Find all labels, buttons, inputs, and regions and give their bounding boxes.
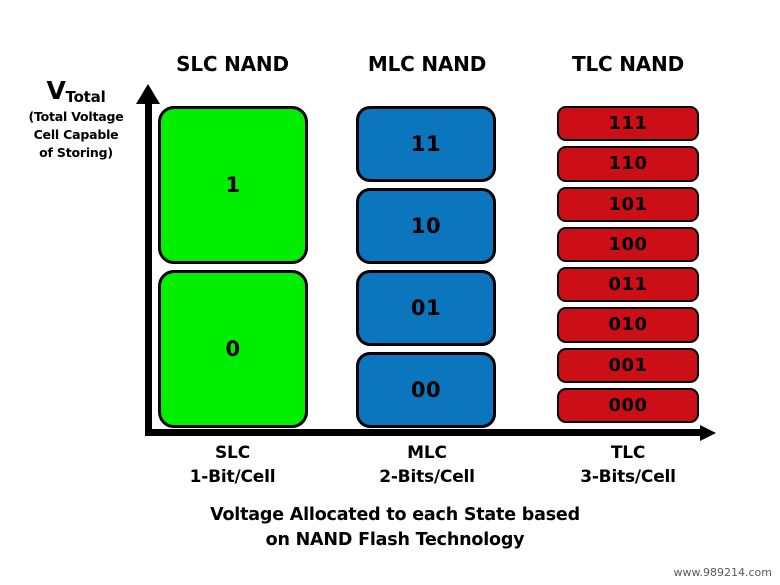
x-axis-tick-slc-name: SLC xyxy=(215,443,250,463)
state-block: 111 xyxy=(557,106,699,142)
state-block: 01 xyxy=(356,270,496,346)
x-axis-tick-slc-detail: 1-Bit/Cell xyxy=(189,466,276,487)
state-column-mlc: 11 10 01 00 xyxy=(356,106,496,428)
y-axis-description: (Total Voltage Cell Capable of Storing) xyxy=(10,108,142,162)
state-block: 10 xyxy=(356,188,496,264)
watermark: www.989214.com xyxy=(673,566,772,579)
x-axis-arrow-icon xyxy=(700,425,716,441)
x-axis-tick-mlc: MLC 2-Bits/Cell xyxy=(352,442,502,490)
y-axis-label: VTotal (Total Voltage Cell Capable of St… xyxy=(10,76,142,162)
x-axis-tick-mlc-name: MLC xyxy=(407,443,447,463)
state-column-slc: 1 0 xyxy=(158,106,308,428)
state-block: 100 xyxy=(557,226,699,262)
x-axis-line xyxy=(145,429,705,436)
state-column-tlc: 111 110 101 100 011 010 001 000 xyxy=(557,106,699,428)
state-block: 010 xyxy=(557,307,699,343)
state-block: 000 xyxy=(557,387,699,423)
state-block: 101 xyxy=(557,186,699,222)
state-block: 0 xyxy=(158,270,308,428)
state-block: 011 xyxy=(557,267,699,303)
x-axis-tick-tlc-detail: 3-Bits/Cell xyxy=(580,466,676,487)
state-block: 1 xyxy=(158,106,308,264)
x-axis-tick-tlc-name: TLC xyxy=(610,443,646,463)
diagram-caption-line-1: Voltage Allocated to each State based xyxy=(210,505,580,525)
x-axis-tick-mlc-detail: 2-Bits/Cell xyxy=(379,466,475,487)
x-axis-tick-tlc: TLC 3-Bits/Cell xyxy=(552,442,704,490)
y-axis-description-line-3: of Storing) xyxy=(39,145,113,160)
state-block: 001 xyxy=(557,347,699,383)
diagram-caption-line-2: on NAND Flash Technology xyxy=(265,530,525,551)
column-header-slc: SLC NAND xyxy=(176,52,289,76)
y-axis-line xyxy=(145,100,152,434)
y-axis-symbol: VTotal xyxy=(10,76,142,106)
state-block: 00 xyxy=(356,352,496,428)
column-header-tlc: TLC NAND xyxy=(572,52,684,76)
y-axis-symbol-subscript: Total xyxy=(65,88,106,106)
y-axis-description-line-1: (Total Voltage xyxy=(28,108,124,124)
state-block: 110 xyxy=(557,146,699,182)
x-axis-tick-slc: SLC 1-Bit/Cell xyxy=(155,442,310,490)
y-axis-arrow-icon xyxy=(136,84,160,104)
diagram-caption: Voltage Allocated to each State based on… xyxy=(110,503,680,554)
column-header-mlc: MLC NAND xyxy=(367,52,487,76)
y-axis-description-line-2: Cell Capable xyxy=(33,126,119,142)
state-block: 11 xyxy=(356,106,496,182)
y-axis-symbol-base: V xyxy=(46,76,66,105)
